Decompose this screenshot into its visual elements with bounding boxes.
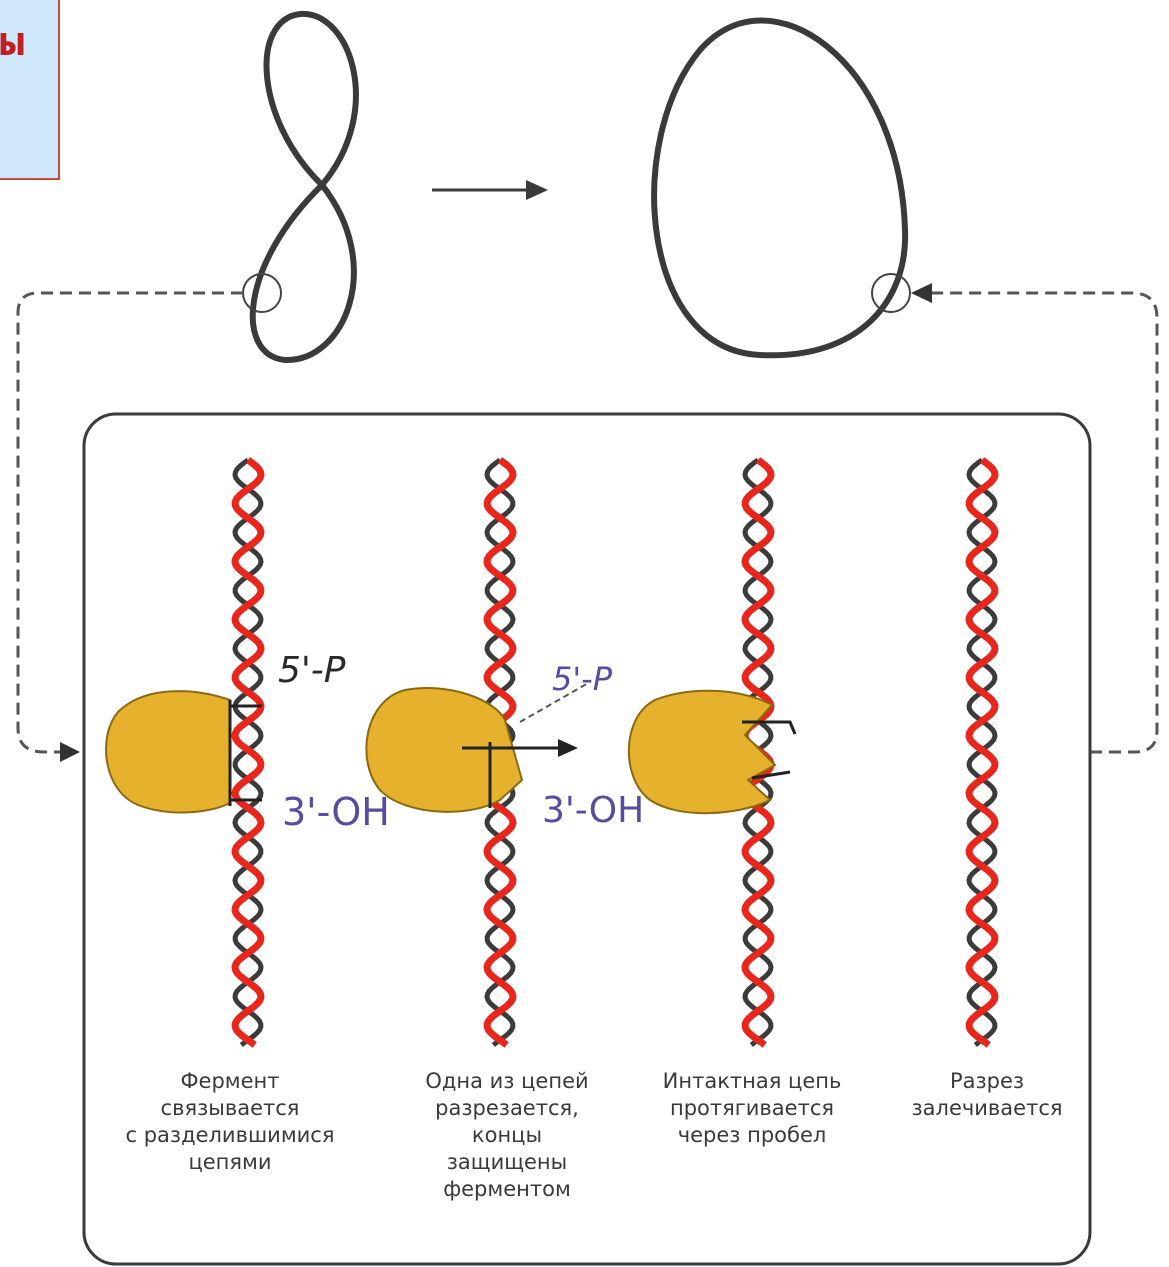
dashed-connector-left xyxy=(18,293,243,752)
transition-arrowhead xyxy=(526,180,548,200)
end-label-3oh-step1: 3'-OH xyxy=(282,790,390,834)
enzyme-step2-direction-arrowhead xyxy=(558,739,578,757)
step3-caption: Интактная цепь протягивается через пробе… xyxy=(612,1068,892,1149)
dashed-connector-right-arrowhead xyxy=(911,283,932,303)
enzyme-step3 xyxy=(629,691,775,813)
step1-caption: Фермент связывается с разделившимися цеп… xyxy=(80,1068,380,1176)
end-label-5p-step1: 5'-P xyxy=(278,650,346,691)
end-label-3oh-step2: 3'-OH xyxy=(542,790,644,831)
end-label-5p-step2: 5'-P xyxy=(552,660,612,698)
enzyme-step1 xyxy=(106,691,230,812)
step4-caption: Разрез залечивается xyxy=(872,1068,1102,1122)
step2-caption: Одна из цепей разрезается, концы защищен… xyxy=(372,1068,642,1203)
relaxed-circle xyxy=(654,20,905,355)
dashed-connector-right xyxy=(930,293,1157,752)
figure-eight-loop xyxy=(253,14,356,360)
dashed-connector-left-arrowhead xyxy=(60,742,80,762)
